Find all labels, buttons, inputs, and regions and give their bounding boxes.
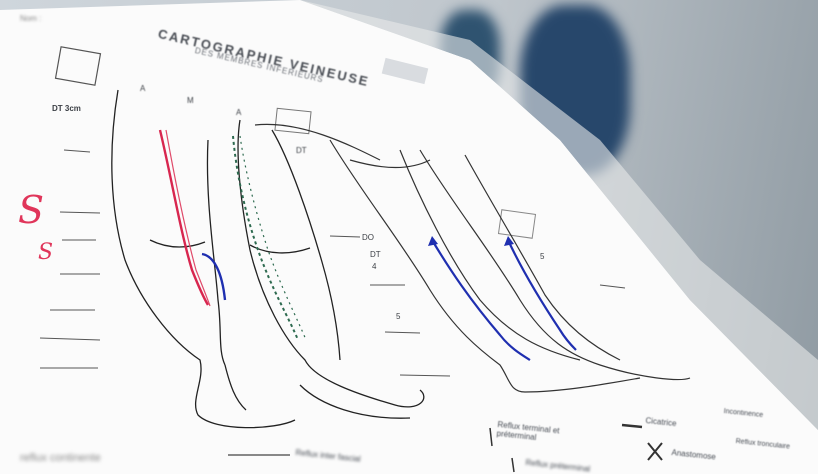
measure-dt-3cm: DT 3cm: [52, 104, 81, 113]
view-letter-3: A: [236, 108, 241, 117]
view-letter-2: M: [187, 96, 194, 105]
measure-do: DO: [362, 233, 374, 242]
handwritten-s-1: S: [18, 188, 44, 232]
measure-dt: DT: [296, 146, 307, 155]
measure-dt-2: DT: [370, 250, 381, 259]
measure-5b: 5: [540, 252, 544, 261]
view-letter-1: A: [140, 84, 145, 93]
measure-5: 5: [396, 312, 400, 321]
handwritten-s-2: S: [38, 240, 53, 265]
bottom-left-text: reflux continente: [20, 452, 101, 464]
measure-4: 4: [372, 262, 376, 271]
name-label: Nom :: [20, 14, 41, 23]
